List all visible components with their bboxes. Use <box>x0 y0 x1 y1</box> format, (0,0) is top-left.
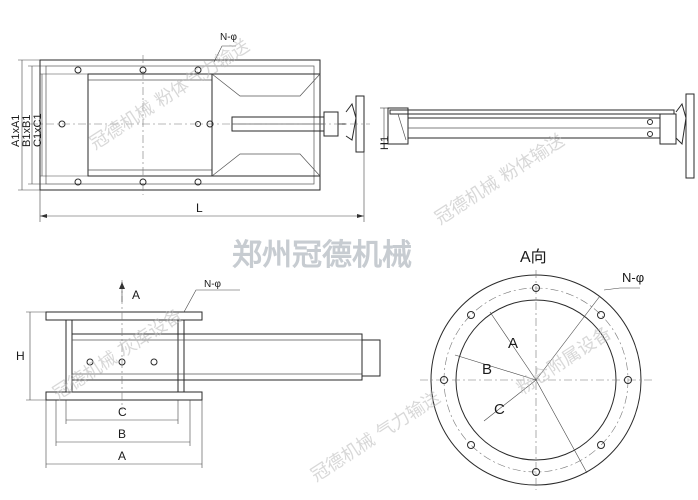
h-dim-label: H <box>16 349 25 363</box>
watermark-bottom-right: 粉仓附属设备 <box>513 323 615 399</box>
h1-dim-label: H1 <box>379 136 391 150</box>
watermark-center: 郑州冠德机械 <box>232 238 412 273</box>
a-round-label: A <box>508 335 518 352</box>
plan-view <box>18 45 370 222</box>
watermark-top-right: 冠德机械 粉体输送 <box>431 130 568 229</box>
b-round-label: B <box>482 361 492 378</box>
view-a-title: A向 <box>520 248 547 266</box>
bolt-holes-round <box>440 284 632 476</box>
a-dim-label: A <box>118 449 126 463</box>
b1xb1-dim-label: B1xB1 <box>21 115 33 147</box>
c-round-label: C <box>494 401 505 418</box>
n-phi-label-round: N-φ <box>622 270 644 285</box>
view-a-round-flange <box>420 270 652 490</box>
b-dim-label: B <box>118 427 126 441</box>
front-view <box>26 280 381 468</box>
n-phi-label-side: N-φ <box>204 279 222 290</box>
watermark-top-center: 冠德机械 粉体气力输送 <box>86 35 253 154</box>
a1xa1-dim-label: A1xA1 <box>10 115 22 147</box>
a-arrow-label: A <box>132 288 140 302</box>
l-dim-label: L <box>196 201 203 215</box>
c1xc1-dim-label: C1xC1 <box>32 113 44 147</box>
n-phi-label-plan: N-φ <box>220 32 238 43</box>
side-view-top <box>380 93 695 179</box>
watermark-bottom-mid: 冠德机械 气力输送 <box>307 387 444 486</box>
c-dim-label: C <box>118 405 127 419</box>
